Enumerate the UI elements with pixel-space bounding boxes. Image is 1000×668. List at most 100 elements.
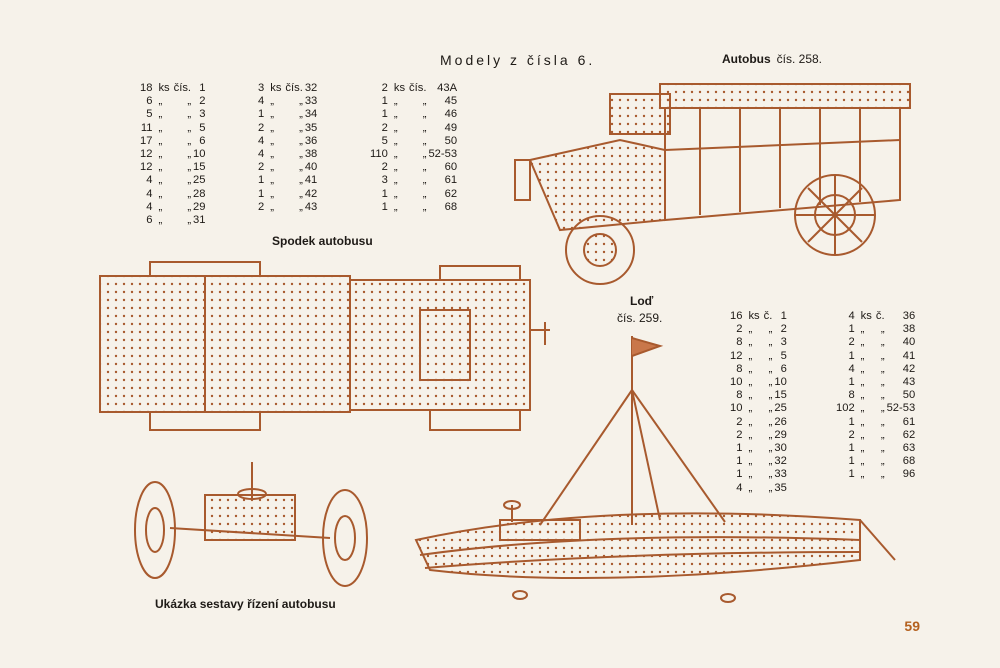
parts-row: 8„„15 bbox=[730, 389, 787, 402]
quantity: 1 bbox=[381, 95, 388, 108]
parts-row: 8„„3 bbox=[730, 336, 787, 349]
part-number: 62 bbox=[444, 187, 458, 200]
rizeni-caption: Ukázka sestavy řízení autobusu bbox=[155, 597, 336, 611]
quantity: 2 bbox=[258, 121, 265, 134]
quantity: 1 bbox=[848, 376, 855, 389]
number-label: „ bbox=[187, 121, 192, 134]
part-number: 10 bbox=[774, 376, 787, 389]
part-number: 61 bbox=[902, 415, 916, 428]
unit: „ bbox=[270, 148, 274, 161]
part-number: 49 bbox=[444, 121, 458, 134]
unit: „ bbox=[270, 187, 274, 200]
number-label: čís. bbox=[409, 82, 427, 94]
number-label: „ bbox=[880, 389, 885, 402]
quantity: 8 bbox=[736, 362, 743, 375]
part-number: 3 bbox=[780, 336, 787, 349]
number-label: č. bbox=[763, 310, 773, 322]
page-number: 59 bbox=[904, 618, 920, 634]
part-number: 41 bbox=[902, 349, 916, 362]
part-number: 52-53 bbox=[886, 402, 916, 415]
unit: „ bbox=[158, 174, 163, 187]
unit: „ bbox=[270, 134, 274, 147]
unit: „ bbox=[393, 200, 398, 213]
quantity: 2 bbox=[381, 161, 388, 174]
part-number: 2 bbox=[199, 95, 206, 108]
parts-row: 1„„41 bbox=[836, 350, 915, 363]
quantity: 4 bbox=[146, 187, 153, 200]
parts-row: 1„„30 bbox=[730, 442, 787, 455]
quantity: 2 bbox=[736, 428, 743, 441]
parts-row: 8„„6 bbox=[730, 363, 787, 376]
part-number: 34 bbox=[304, 108, 318, 121]
parts-row: 2„„2 bbox=[730, 323, 787, 336]
parts-row: 4„„35 bbox=[730, 482, 787, 495]
number-label: č. bbox=[875, 310, 885, 322]
parts-row: 2„„49 bbox=[370, 122, 457, 135]
parts-row: 1„„96 bbox=[836, 468, 915, 481]
number-label: „ bbox=[880, 428, 885, 441]
parts-row: 1„„32 bbox=[730, 455, 787, 468]
parts-row: 1„„34 bbox=[258, 108, 317, 121]
part-number: 5 bbox=[199, 121, 206, 134]
number-label: „ bbox=[422, 121, 427, 134]
quantity: 1 bbox=[736, 455, 743, 468]
parts-row: 1„„43 bbox=[836, 376, 915, 389]
number-label: „ bbox=[187, 108, 192, 121]
chassis-drawing bbox=[99, 261, 550, 431]
number-label: „ bbox=[768, 428, 773, 441]
unit: „ bbox=[860, 428, 865, 441]
quantity: 1 bbox=[848, 415, 855, 428]
unit: „ bbox=[860, 468, 865, 481]
unit: „ bbox=[860, 389, 865, 402]
part-number: 30 bbox=[774, 442, 787, 455]
number-label: „ bbox=[299, 108, 303, 121]
quantity: 1 bbox=[848, 323, 855, 336]
part-number: 32 bbox=[304, 82, 318, 94]
page-title: Modely z čísla 6. bbox=[440, 52, 596, 68]
number-label: „ bbox=[768, 336, 773, 349]
part-number: 62 bbox=[902, 428, 916, 441]
unit: ks bbox=[748, 310, 760, 322]
number-label: „ bbox=[422, 95, 427, 108]
unit: „ bbox=[393, 95, 398, 108]
part-number: 38 bbox=[304, 148, 318, 161]
number-label: „ bbox=[187, 174, 192, 187]
quantity: 5 bbox=[146, 108, 153, 121]
part-number: 41 bbox=[304, 174, 318, 187]
unit: „ bbox=[158, 200, 163, 213]
unit: „ bbox=[860, 402, 865, 415]
part-number: 52-53 bbox=[428, 148, 458, 161]
quantity: 1 bbox=[381, 108, 388, 121]
part-number: 29 bbox=[193, 200, 206, 213]
number-label: „ bbox=[880, 468, 885, 481]
unit: „ bbox=[270, 174, 274, 187]
number-label: „ bbox=[768, 349, 773, 362]
quantity: 1 bbox=[848, 468, 855, 481]
part-number: 10 bbox=[193, 148, 206, 161]
unit: „ bbox=[158, 161, 163, 174]
quantity: 4 bbox=[258, 95, 265, 108]
part-number: 60 bbox=[444, 161, 458, 174]
unit: „ bbox=[748, 362, 753, 375]
parts-row: 1„„61 bbox=[836, 416, 915, 429]
part-number: 35 bbox=[774, 481, 787, 494]
parts-row: 4„„25 bbox=[140, 174, 205, 187]
quantity: 4 bbox=[146, 200, 153, 213]
unit: „ bbox=[270, 95, 274, 108]
part-number: 42 bbox=[304, 187, 318, 200]
parts-row: 2„„26 bbox=[730, 416, 787, 429]
number-label: „ bbox=[422, 174, 427, 187]
number-label: „ bbox=[187, 134, 192, 147]
quantity: 1 bbox=[258, 108, 265, 121]
part-number: 3 bbox=[199, 108, 206, 121]
parts-row: 2„„35 bbox=[258, 122, 317, 135]
quantity: 2 bbox=[848, 336, 855, 349]
number-label: „ bbox=[768, 376, 773, 389]
number-label: „ bbox=[768, 481, 773, 494]
quantity: 2 bbox=[848, 428, 855, 441]
